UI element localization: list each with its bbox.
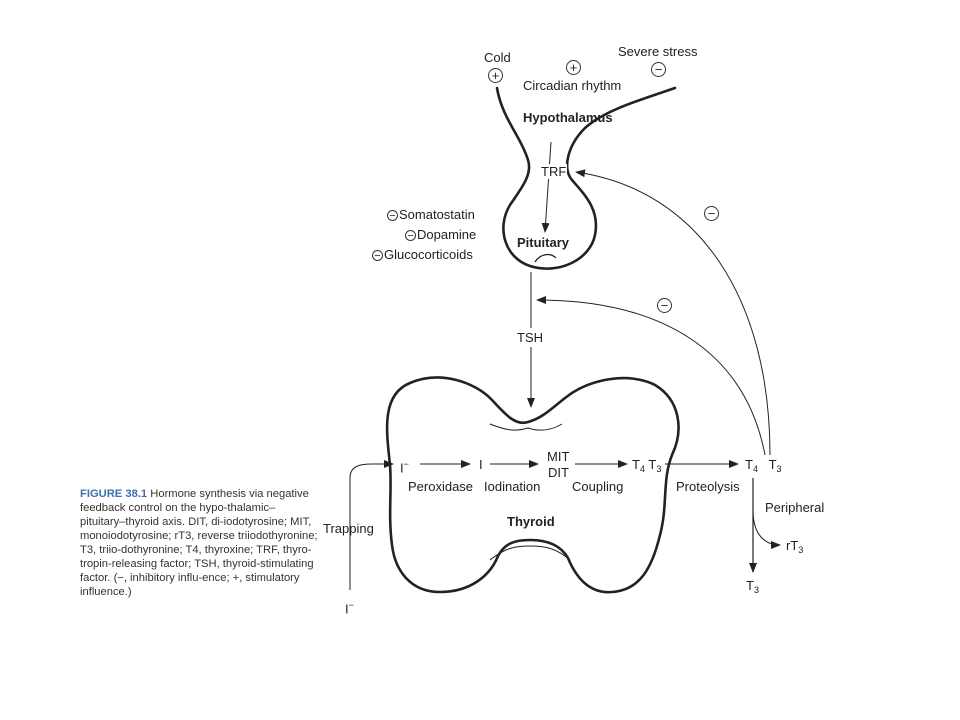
sub-4: 4: [752, 464, 758, 474]
sub-3: 3: [753, 585, 759, 595]
circadian-plus-symbol: +: [566, 60, 581, 75]
tsh-label: TSH: [516, 328, 544, 347]
circadian-rhythm-label: Circadian rhythm: [523, 78, 622, 93]
coupling-label: Coupling: [572, 479, 624, 494]
source-iodide-label: I−: [345, 598, 354, 616]
proteolysis-label: Proteolysis: [676, 479, 740, 494]
iodine-label: I: [479, 457, 483, 472]
rt3-label: rT3: [786, 538, 803, 558]
trapping-arrow: [349, 460, 394, 590]
t3-symbol: T: [746, 578, 754, 593]
thyroid-inner-curve-top: [489, 423, 563, 431]
blood-t4-t3-label: T4 T3: [745, 457, 782, 477]
inhibitor-label: Glucocorticoids: [384, 247, 473, 262]
minus-symbol: −: [387, 210, 398, 222]
cold-label: Cold: [484, 50, 511, 65]
inhibitor-label: Dopamine: [417, 227, 477, 242]
cold-plus-symbol: +: [488, 68, 503, 83]
peripheral-t3-label: T3: [746, 578, 759, 598]
feedback-minus-symbol-lower: −: [657, 298, 672, 313]
peripheral-arrow-rt3: [752, 509, 781, 549]
thyroid-outline: [385, 376, 680, 594]
pituitary-label: Pituitary: [517, 235, 570, 250]
dit-label: DIT: [548, 465, 569, 480]
rt3-symbol: rT: [786, 538, 799, 553]
trf-label: TRF: [540, 164, 568, 179]
inhibitor-somatostatin: −Somatostatin: [387, 207, 475, 222]
iodide-symbol: I: [400, 460, 404, 476]
t4-symbol: T: [632, 457, 640, 472]
severe-stress-label: Severe stress: [618, 44, 698, 59]
hypothalamus-pituitary-outline: [495, 86, 677, 270]
t3-symbol: T: [768, 457, 777, 472]
figure-number: FIGURE 38.1: [80, 488, 148, 500]
peripheral-label: Peripheral: [765, 500, 825, 515]
sub-3: 3: [656, 464, 662, 474]
figure-caption: FIGURE 38.1 Hormone synthesis via negati…: [80, 487, 320, 599]
feedback-arrow-pituitary: [536, 296, 766, 456]
minus-symbol: −: [405, 230, 416, 242]
inhibitor-dopamine: −Dopamine: [405, 227, 476, 242]
inhibitor-label: Somatostatin: [399, 207, 475, 222]
iodide-charge: −: [348, 600, 354, 610]
hypothalamus-label: Hypothalamus: [523, 110, 613, 125]
trapping-label: Trapping: [323, 521, 374, 536]
iodination-label: Iodination: [484, 479, 541, 494]
mit-label: MIT: [547, 449, 570, 464]
sub-3: 3: [776, 464, 782, 474]
iodide-symbol: I: [345, 601, 349, 617]
trf-arrow: [541, 141, 552, 233]
t3-symbol: T: [648, 457, 657, 472]
t4-symbol: T: [745, 457, 753, 472]
sub-3: 3: [798, 545, 804, 555]
inhibitor-glucocorticoids: −Glucocorticoids: [372, 247, 473, 262]
iodide-charge: −: [403, 459, 409, 469]
pituitary-inner-curve: [534, 253, 557, 263]
iodide-label: I−: [400, 457, 409, 475]
sub-4: 4: [639, 464, 645, 474]
feedback-minus-symbol-upper: −: [704, 206, 719, 221]
feedback-arrow-hypothalamus: [575, 169, 771, 456]
thyroid-inner-curve-bottom: [489, 545, 571, 561]
minus-symbol: −: [372, 250, 383, 262]
caption-text: Hormone synthesis via negative feedback …: [80, 488, 318, 598]
thyroid-t4-t3-label: T4 T3: [632, 457, 661, 477]
stress-minus-symbol: −: [651, 62, 666, 77]
thyroid-label: Thyroid: [507, 514, 555, 529]
peroxidase-label: Peroxidase: [408, 479, 474, 494]
